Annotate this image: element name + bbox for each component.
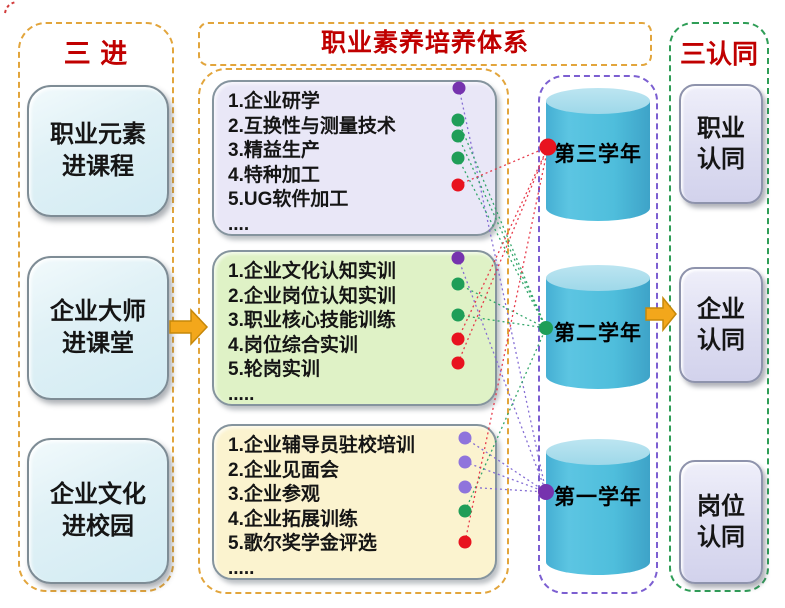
list-item: 1.企业研学 — [228, 91, 320, 112]
left-box-line: 企业文化 — [50, 480, 146, 508]
cylinder-bottom — [546, 195, 650, 221]
cylinder-label: 第一学年 — [554, 486, 642, 509]
left-box-line: 企业大师 — [50, 297, 146, 325]
list-more: .... — [228, 213, 250, 235]
right-box-career-identity: 职业 认同 — [679, 84, 763, 204]
corner-artifact — [4, 1, 18, 14]
cylinder-label: 第三学年 — [554, 143, 642, 166]
cylinder-year-1: 第一学年 — [546, 439, 650, 575]
cylinder-top — [546, 88, 650, 114]
list-item: 1.企业辅导员驻校培训 — [228, 435, 415, 456]
right-box-company-identity: 企业 认同 — [679, 267, 763, 383]
list-item: 2.企业见面会 — [228, 459, 339, 481]
right-box-line: 认同 — [697, 327, 745, 354]
list-item: 4.特种加工 — [228, 164, 320, 186]
center-title-frame: 职业素养培养体系 — [198, 22, 652, 66]
list-more: ..... — [228, 557, 255, 579]
list-item: 1.企业文化认知实训 — [228, 261, 396, 282]
right-panel-frame: 三认同 职业 认同 企业 认同 岗位 认同 — [669, 22, 769, 592]
left-box-line: 进校园 — [62, 513, 134, 540]
right-box-line: 认同 — [697, 146, 745, 173]
right-box-line: 岗位 — [697, 492, 745, 520]
list-item: 3.企业参观 — [228, 484, 320, 505]
left-panel-title: 三 进 — [63, 39, 129, 69]
list-item: 3.职业核心技能训练 — [228, 310, 396, 331]
right-panel-title: 三认同 — [679, 39, 758, 69]
cylinder-top — [546, 265, 650, 291]
list-item: 2.企业岗位认知实训 — [228, 285, 396, 307]
cylinder-bottom — [546, 549, 650, 575]
list-item: 2.互换性与测量技术 — [228, 115, 396, 137]
left-box-line: 进课程 — [62, 153, 134, 180]
cylinder-body — [546, 278, 650, 376]
list-item: 4.岗位综合实训 — [228, 334, 358, 356]
center-title: 职业素养培养体系 — [320, 29, 529, 57]
list-item: 5.歌尔奖学金评选 — [228, 533, 377, 554]
right-box-line: 认同 — [697, 524, 745, 551]
left-box-culture: 企业文化 进校园 — [27, 438, 169, 584]
list-more: ..... — [228, 383, 255, 405]
list-item: 5.轮岗实训 — [228, 359, 320, 380]
left-box-curriculum: 职业元素 进课程 — [27, 85, 169, 217]
right-box-line: 企业 — [697, 295, 745, 323]
activity-box-courses: 1.企业研学 2.互换性与测量技术 3.精益生产 4.特种加工 5.UG软件加工… — [212, 80, 497, 236]
list-item: 5.UG软件加工 — [228, 189, 349, 210]
cylinder-body — [546, 452, 650, 562]
left-box-masters: 企业大师 进课堂 — [27, 256, 169, 400]
cylinder-label: 第二学年 — [554, 322, 642, 345]
left-box-line: 职业元素 — [50, 120, 146, 148]
list-item: 4.企业拓展训练 — [228, 508, 358, 530]
cylinder-top — [546, 439, 650, 465]
cylinder-year-3: 第三学年 — [546, 88, 650, 221]
cylinder-bottom — [546, 363, 650, 389]
activity-box-training: 1.企业文化认知实训 2.企业岗位认知实训 3.职业核心技能训练 4.岗位综合实… — [212, 250, 497, 406]
years-panel-frame: 第三学年 第二学年 第一学年 — [538, 75, 658, 594]
cylinder-year-2: 第二学年 — [546, 265, 650, 389]
left-box-line: 进课堂 — [62, 330, 134, 357]
center-panel-frame: 1.企业研学 2.互换性与测量技术 3.精益生产 4.特种加工 5.UG软件加工… — [198, 68, 509, 594]
right-box-line: 职业 — [697, 114, 745, 142]
cylinder-body — [546, 101, 650, 208]
activity-box-campus: 1.企业辅导员驻校培训 2.企业见面会 3.企业参观 4.企业拓展训练 5.歌尔… — [212, 424, 497, 580]
right-box-post-identity: 岗位 认同 — [679, 460, 763, 584]
list-item: 3.精益生产 — [228, 140, 320, 161]
left-panel-frame: 三 进 职业元素 进课程 企业大师 进课堂 企业文化 进校园 — [18, 22, 174, 592]
